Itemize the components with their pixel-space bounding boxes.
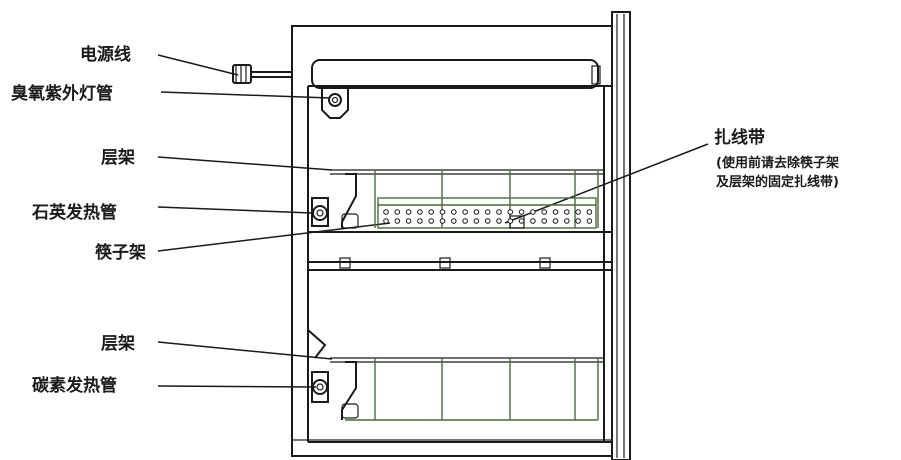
rack-hole	[394, 218, 401, 224]
rack-hole	[586, 218, 593, 224]
leader-ozone-uv-lamp	[160, 91, 331, 99]
label-carbon-heating-tube: 碳素发热管	[32, 375, 117, 396]
rack-hole	[484, 218, 491, 224]
rack-hole	[394, 209, 401, 215]
label-power-cord: 电源线	[80, 44, 131, 65]
cabinet-frame	[291, 11, 631, 460]
rack-hole	[507, 209, 514, 215]
upper-compartment	[330, 169, 604, 229]
rack-hole	[439, 218, 446, 224]
rack-hole	[541, 218, 548, 224]
label-shelf-lower: 层架	[101, 333, 135, 354]
rack-hole	[451, 209, 457, 215]
rack-hole	[484, 209, 491, 215]
power-cord	[232, 64, 292, 84]
rack-hole	[462, 209, 468, 215]
rack-hole	[383, 209, 389, 215]
rack-hole	[451, 218, 457, 224]
quartz-heating-tube	[311, 197, 329, 227]
leader-cable-tie	[504, 143, 709, 224]
rack-hole	[564, 209, 570, 215]
rack-hole	[462, 218, 468, 224]
rack-hole	[405, 209, 412, 215]
label-shelf-upper: 层架	[101, 147, 135, 168]
rack-hole	[552, 218, 559, 224]
rack-hole	[564, 218, 570, 224]
rack-hole	[518, 209, 525, 215]
rack-hole	[417, 218, 423, 224]
rack-hole	[541, 209, 548, 215]
label-cable-tie: 扎线带	[714, 127, 765, 148]
label-ozone-uv-lamp: 臭氧紫外灯管	[11, 83, 113, 104]
rack-hole	[473, 209, 480, 215]
carbon-heating-tube	[311, 371, 329, 403]
label-quartz-heating-tube: 石英发热管	[31, 202, 117, 223]
rack-hole	[428, 209, 435, 215]
label-cable-tie-note-1: (使用前请去除筷子架	[716, 155, 839, 171]
rack-hole	[496, 218, 502, 224]
rack-hole	[405, 218, 412, 224]
rack-hole	[575, 218, 581, 224]
leader-power-cord	[157, 54, 239, 76]
rack-hole	[586, 209, 593, 215]
rack-hole	[530, 218, 536, 224]
leader-chopstick-rack	[157, 222, 391, 252]
leader-lines	[157, 54, 709, 388]
rack-hole	[575, 209, 581, 215]
rack-hole	[496, 209, 502, 215]
lower-compartment	[307, 329, 604, 421]
chopstick-rack-holes	[383, 209, 593, 224]
leader-shelf-upper	[157, 156, 333, 171]
rack-hole	[518, 218, 525, 224]
rack-hole	[530, 209, 536, 215]
rack-hole	[428, 218, 435, 224]
rack-hole	[417, 209, 423, 215]
rack-hole	[473, 218, 480, 224]
rack-hole	[507, 218, 514, 224]
rack-hole	[439, 209, 446, 215]
leader-carbon-heating-tube	[157, 385, 317, 388]
leader-quartz-heating-tube	[157, 206, 313, 214]
rack-hole	[383, 218, 389, 224]
ozone-uv-lamp	[321, 86, 349, 119]
label-cable-tie-note-2: 及层架的固定扎线带)	[716, 174, 839, 190]
leader-shelf-lower	[157, 341, 333, 360]
rack-hole	[552, 209, 559, 215]
label-chopstick-rack: 筷子架	[95, 242, 146, 263]
